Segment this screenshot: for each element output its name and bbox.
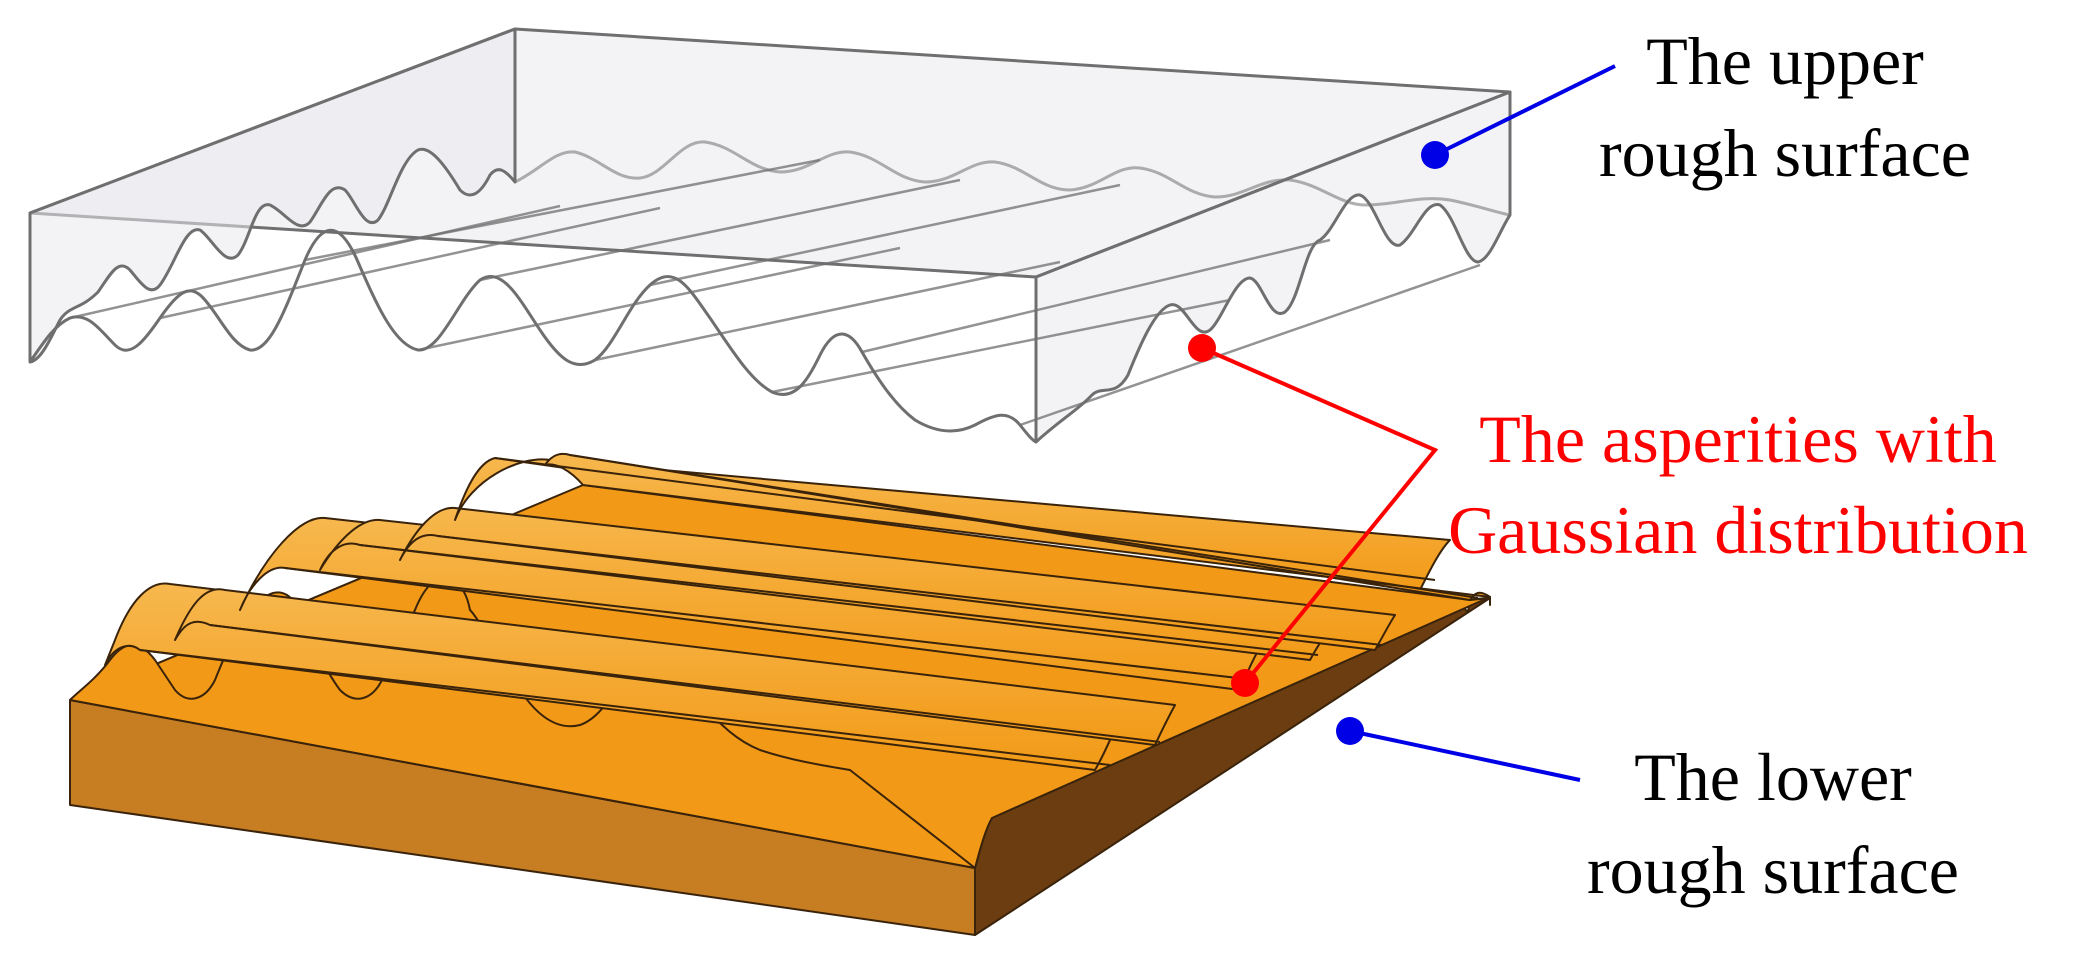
ridge-7 <box>544 452 1491 601</box>
lower-surface-label: The lower rough surface <box>1587 739 1959 908</box>
upper-label-line-1: The upper <box>1646 23 1924 99</box>
lower-ridge-crests <box>139 454 1479 766</box>
lower-label-line-2: rough surface <box>1587 832 1959 908</box>
asperities-label-line-1: The asperities with <box>1479 401 1996 477</box>
upper-back-profile <box>514 140 1511 217</box>
asperities-label-line-2: Gaussian distribution <box>1448 492 2028 568</box>
upper-leader-line <box>1434 64 1616 157</box>
upper-left-face <box>28 27 517 364</box>
lower-leader-line <box>1349 729 1581 782</box>
asperities-leader-line <box>1201 346 1439 685</box>
lower-label-line-1: The lower <box>1634 739 1912 815</box>
asperity-lower-marker-dot <box>1231 669 1259 697</box>
upper-rough-surface <box>28 27 1512 444</box>
ridge-5 <box>399 506 1396 651</box>
upper-ridge-lines <box>69 158 1481 427</box>
upper-label-line-2: rough surface <box>1599 115 1971 191</box>
lower-marker-dot <box>1336 717 1364 745</box>
lower-ridges <box>104 452 1491 771</box>
upper-surface-label: The upper rough surface <box>1599 23 1971 191</box>
asperities-label: The asperities with Gaussian distributio… <box>1448 401 2028 568</box>
leader-lines <box>1201 64 1616 782</box>
upper-marker-dot <box>1421 141 1449 169</box>
upper-front-profile <box>28 228 1037 444</box>
lower-rough-surface <box>69 452 1491 936</box>
leader-dots <box>1188 141 1449 745</box>
asperity-upper-marker-dot <box>1188 334 1216 362</box>
upper-right-face <box>1034 90 1512 444</box>
ridge-2 <box>174 588 1176 746</box>
